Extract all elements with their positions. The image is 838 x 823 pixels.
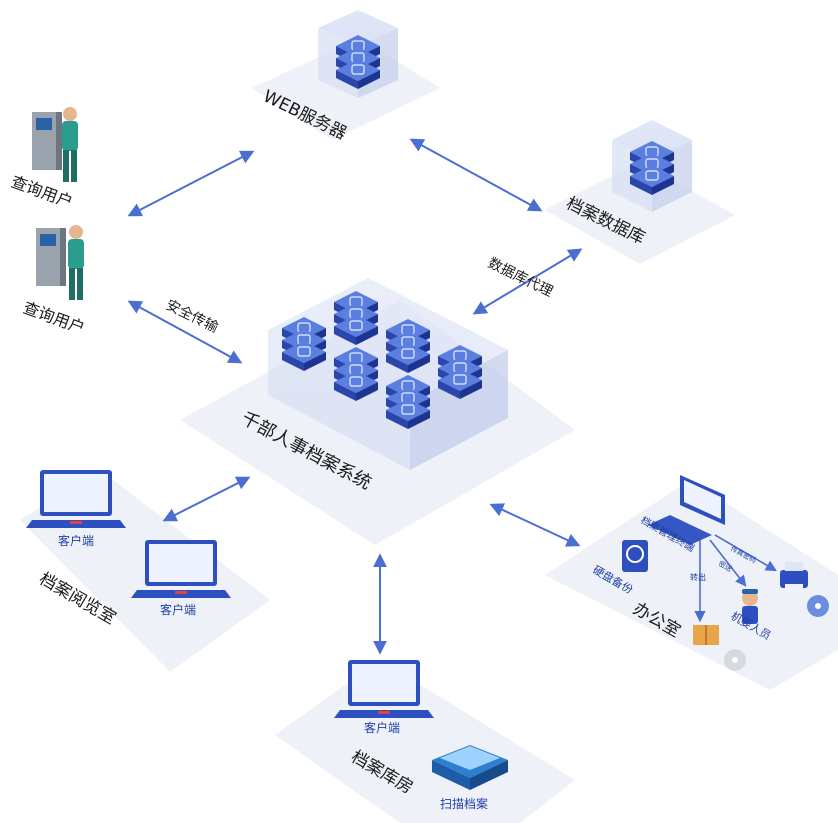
arrow-core-db — [472, 248, 583, 315]
core-server-cluster — [268, 278, 508, 470]
arrow-users-web — [127, 150, 255, 217]
database-icon — [612, 120, 692, 212]
arrow-web-db — [409, 138, 543, 212]
office-cd-icon — [724, 649, 746, 671]
secret-staff-icon — [742, 589, 758, 624]
office-arrow-staff — [709, 539, 747, 587]
query-user-kiosk-1 — [32, 107, 78, 182]
printer-icon — [780, 562, 808, 592]
archive-client-label: 客户端 — [364, 720, 400, 735]
arrow-core-reading — [162, 476, 251, 522]
web-server-icon — [318, 10, 398, 98]
cd-icon — [807, 595, 829, 617]
arrow-users-core — [127, 300, 243, 364]
db-platform — [545, 162, 735, 264]
reading-client-1-label: 客户端 — [58, 533, 94, 548]
office-arrow-printer — [714, 534, 777, 572]
query-user-2-label: 查询用户 — [21, 298, 88, 338]
query-user-kiosk-2 — [36, 225, 84, 300]
disk-backup-icon — [622, 540, 648, 572]
reading-client-2-label: 客户端 — [160, 602, 196, 617]
db-proxy-label: 数据库代理 — [485, 255, 555, 300]
transfer-out-label: 转出 — [690, 572, 706, 582]
office-monitor-icon — [648, 475, 725, 545]
scanner-icon — [432, 745, 508, 790]
secure-transfer-label: 安全传输 — [163, 296, 221, 336]
archive-room-platform — [275, 660, 575, 823]
archive-box-icon — [693, 625, 719, 645]
arrow-core-office — [489, 503, 581, 547]
scan-label: 扫描档案 — [440, 796, 488, 811]
office-platform — [545, 480, 838, 690]
